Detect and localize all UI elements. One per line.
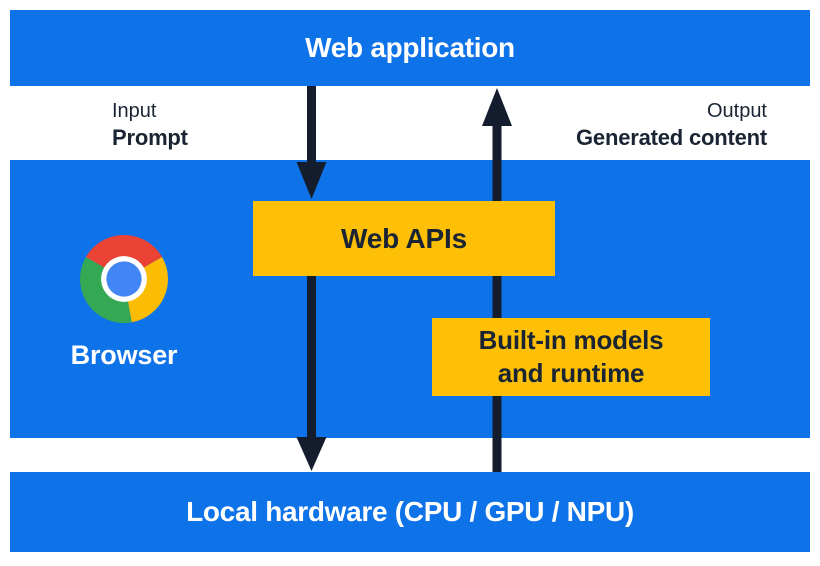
web-apis-label: Web APIs (341, 222, 467, 254)
input-title: Input (112, 100, 157, 122)
web-application-bar: Web application (10, 10, 810, 86)
input-value: Prompt (112, 125, 188, 150)
models-label-line1: Built-in models (478, 325, 664, 355)
models-label-line2: and runtime (497, 358, 645, 388)
local-hardware-label: Local hardware (CPU / GPU / NPU) (186, 496, 634, 527)
local-hardware-bar: Local hardware (CPU / GPU / NPU) (10, 472, 810, 552)
web-application-label: Web application (305, 32, 515, 63)
output-title: Output (706, 100, 767, 122)
arrow-down-icon (296, 86, 327, 471)
arrow-up-icon (482, 88, 512, 472)
output-value: Generated content (576, 125, 767, 150)
browser-identity: Browser (44, 235, 204, 371)
built-in-models-box: Built-in models and runtime (432, 318, 710, 396)
input-label-group: Input Prompt (112, 99, 188, 151)
chrome-logo-icon (80, 235, 168, 323)
browser-label: Browser (70, 340, 178, 370)
web-apis-box: Web APIs (253, 201, 555, 276)
output-label-group: Output Generated content (576, 99, 767, 151)
